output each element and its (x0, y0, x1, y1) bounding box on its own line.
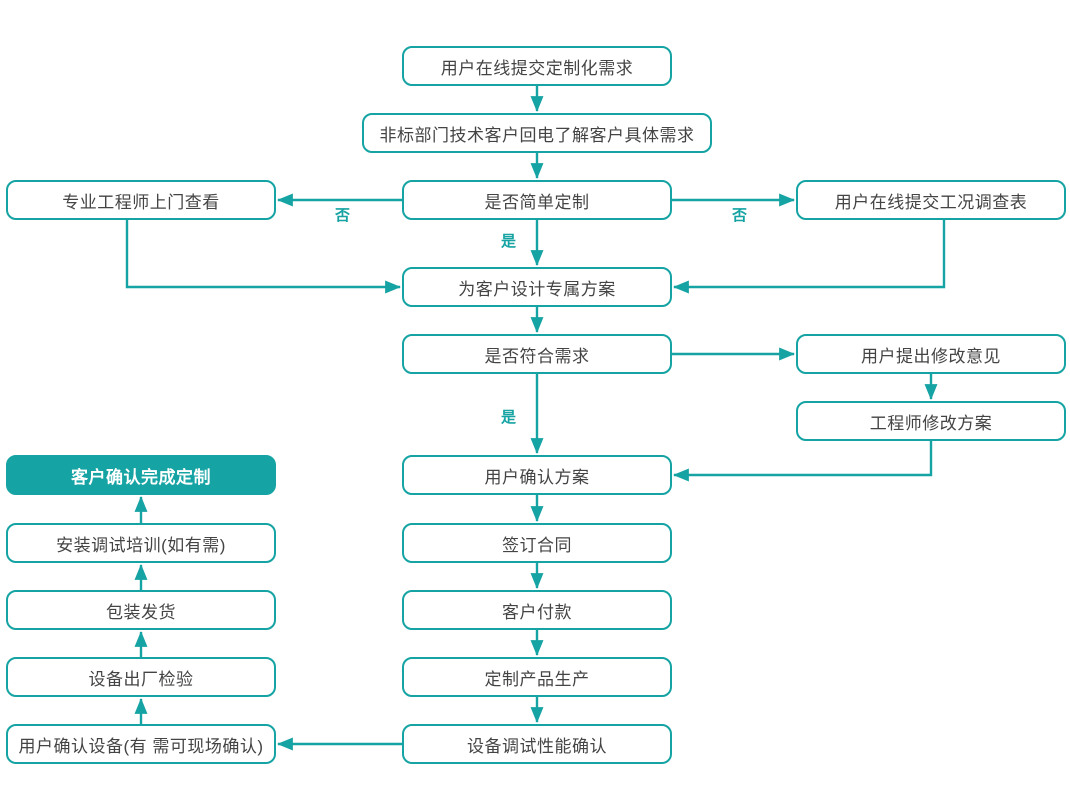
flow-node-n11[interactable]: 签订合同 (402, 523, 672, 563)
edge-paths (125, 86, 946, 751)
flow-node-n7[interactable]: 是否符合需求 (402, 334, 672, 374)
flow-node-n2[interactable]: 非标部门技术客户回电了解客户具体需求 (362, 113, 712, 153)
edge-n4-to-n6 (125, 220, 401, 294)
flow-node-n15[interactable]: 用户确认设备(有 需可现场确认) (6, 724, 276, 764)
edge-label-l4: 是 (501, 409, 517, 426)
flow-node-n6[interactable]: 为客户设计专属方案 (402, 267, 672, 307)
flow-node-n3[interactable]: 是否简单定制 (402, 180, 672, 220)
flow-node-n5[interactable]: 用户在线提交工况调查表 (796, 180, 1066, 220)
flow-node-n1[interactable]: 用户在线提交定制化需求 (402, 46, 672, 86)
flow-node-n12[interactable]: 客户付款 (402, 590, 672, 630)
flow-node-n4[interactable]: 专业工程师上门查看 (6, 180, 276, 220)
flow-node-n17[interactable]: 包装发货 (6, 590, 276, 630)
flow-node-n19[interactable]: 客户确认完成定制 (6, 455, 276, 495)
flow-node-n16[interactable]: 设备出厂检验 (6, 657, 276, 697)
flow-node-n18[interactable]: 安装调试培训(如有需) (6, 523, 276, 563)
edge-label-l2: 否 (732, 207, 748, 224)
edge-label-l1: 否 (335, 207, 351, 224)
flow-node-n14[interactable]: 设备调试性能确认 (402, 724, 672, 764)
edge-n9-to-n10 (673, 441, 933, 482)
flow-node-n8[interactable]: 用户提出修改意见 (796, 334, 1066, 374)
flow-node-n13[interactable]: 定制产品生产 (402, 657, 672, 697)
edge-n5-to-n6 (673, 220, 946, 294)
flow-node-n10[interactable]: 用户确认方案 (402, 455, 672, 495)
flow-node-n9[interactable]: 工程师修改方案 (796, 401, 1066, 441)
edge-label-l3: 是 (501, 233, 517, 250)
